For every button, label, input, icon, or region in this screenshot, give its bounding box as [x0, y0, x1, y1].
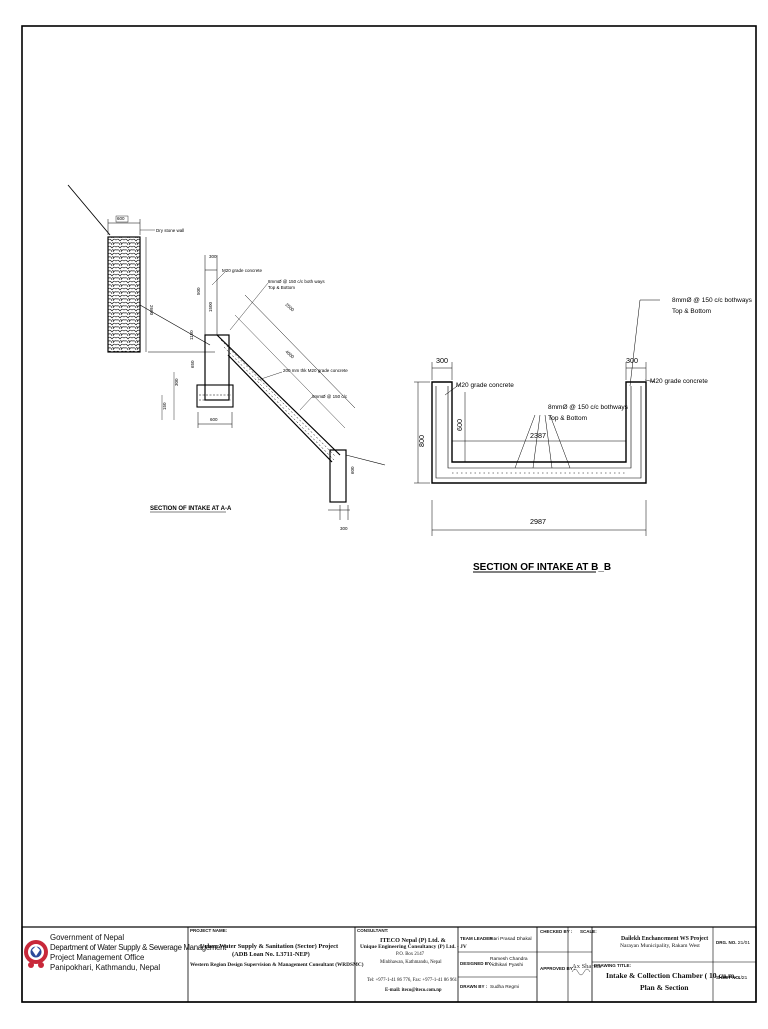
- ground-line-left: [67, 184, 111, 236]
- consultant-line1: ITECO Nepal (P) Ltd. &: [380, 937, 446, 944]
- dim-wall-height: 2600: [149, 305, 154, 316]
- intake-wall: [204, 334, 230, 401]
- section-aa: [67, 184, 386, 520]
- consultant-line5: Tel: +977-1-41 86 776, Fax: +977-1-41 86…: [367, 978, 458, 983]
- dim-h1150: 1150: [189, 330, 194, 340]
- dim-height-800: 800: [417, 435, 426, 447]
- team-leader-label: TEAM LEADER :: [460, 936, 496, 941]
- dim-h500: 500: [196, 287, 201, 295]
- dim-wall-width: 600: [117, 216, 125, 221]
- note-rebar-top-right-b: Top & Bottom: [672, 308, 711, 315]
- owner-line1: Government of Nepal: [50, 933, 125, 942]
- dwg-no-label: DRG. NO. :: [716, 940, 740, 945]
- approved-signature: [571, 968, 591, 976]
- drawn-name: Sudha Regmi: [490, 985, 520, 990]
- consultant-line3: P.O. Box 2147: [396, 952, 424, 957]
- designed-label: DESIGNED BY :: [460, 961, 494, 966]
- project-name1: Urban Water Supply & Sanitation (Sector)…: [200, 943, 339, 950]
- note-rebar-1b: Top & Bottom: [268, 285, 295, 290]
- dwg-no: 21/01: [738, 941, 751, 946]
- dim-end-300: 300: [340, 526, 348, 531]
- dim-inner-600: 600: [455, 419, 464, 431]
- end-wall: [329, 449, 347, 503]
- sheet-no-label: SHEET NO. :: [716, 975, 744, 980]
- rebar-outer: [435, 386, 642, 479]
- note-rebar-1: 8mmØ @ 150 c/c both ways: [268, 279, 325, 284]
- section-bb-title: SECTION OF INTAKE AT B_B: [473, 562, 611, 573]
- dim-h300: 300: [174, 378, 179, 386]
- note-m20-right: M20 grade concrete: [650, 378, 708, 385]
- dry-stone-wall: [107, 236, 141, 353]
- approved-label: APPROVED BY :: [540, 966, 576, 971]
- slab-bottom: [227, 354, 333, 463]
- dim-base-600: 600: [210, 417, 218, 422]
- dim-left-300: 300: [436, 356, 448, 365]
- dim-end-600: 600: [350, 466, 355, 474]
- owner-line4: Panipokhari, Kathmandu, Nepal: [50, 963, 161, 972]
- note-rebar-mid: 8mmØ @ 150 c/c bothways: [548, 404, 629, 411]
- slab-top: [216, 334, 341, 456]
- project-name3: Western Region Design Supervision & Mana…: [190, 962, 364, 968]
- project-label: PROJECT NAME:: [190, 928, 228, 933]
- drawn-label: DRAWN BY :: [460, 984, 488, 989]
- dim-overall-2987: 2987: [530, 517, 546, 526]
- sheet-no: 1/21: [738, 976, 748, 981]
- approved-sign: Ax Sharma: [572, 963, 602, 970]
- dim-h1500: 1500: [208, 301, 213, 312]
- designed-name2: Adhikari Pyashi: [490, 963, 524, 968]
- dim-right-300: 300: [626, 356, 638, 365]
- scale-label: SCALE:: [580, 929, 597, 934]
- section-aa-labels: 600 Dry stone wall 2600 300 M20 grade co…: [117, 216, 355, 531]
- dim-slope-2500: 2500: [284, 302, 295, 313]
- note-rebar-mid-b: Top & Bottom: [548, 415, 587, 422]
- consultant-line6: E-mail: iteco@iteco.com.np: [385, 988, 442, 993]
- section-bb: [414, 299, 660, 536]
- drawing-title2: Plan & Section: [640, 983, 689, 992]
- dim-slope-4000: 4000: [284, 349, 295, 360]
- note-rebar-top-right: 8mmØ @ 150 c/c bothways: [672, 297, 753, 304]
- dim-inner-2387: 2387: [530, 431, 546, 440]
- intake-base: [196, 384, 234, 408]
- note-rebar-2: 8mmØ @ 150 c/c: [312, 394, 348, 399]
- note-dry-stone: Dry stone wall: [156, 228, 184, 233]
- project-name2: (ADB Loan No. L3711-NEP): [232, 951, 310, 958]
- dim-top-width: 300: [209, 254, 217, 259]
- team-leader-name: Hari Prasad Dhakal: [490, 937, 532, 942]
- dim-h650: 650: [190, 360, 195, 368]
- project-title: Dailekh Enchancement WS Project: [621, 936, 709, 942]
- nepal-emblem-icon: [24, 940, 48, 968]
- note-m20-top: M20 grade concrete: [222, 268, 263, 273]
- consultant-line2: Unique Engineering Consultancy (P) Ltd. …: [360, 944, 467, 950]
- note-thk-200: 200 mm thk M20 grade concrete: [283, 368, 348, 373]
- channel-outline: [431, 381, 647, 484]
- dim-h150: 150: [162, 402, 167, 410]
- owner-line3: Project Management Office: [50, 953, 145, 962]
- checked-label: CHECKED BY :: [540, 929, 573, 934]
- section-aa-title: SECTION OF INTAKE AT A-A: [150, 506, 232, 512]
- drawing-title1: Intake & Collection Chamber ( 10 cu.m.: [606, 971, 737, 980]
- consultant-label: CONSULTANT:: [357, 928, 389, 933]
- drawing-title-label: DRAWING TITLE:: [594, 963, 631, 968]
- consultant-line4: Minbhawan, Kathmandu, Nepal: [380, 960, 442, 965]
- designed-name1: Ramesh Chandra: [490, 957, 528, 962]
- ground-slope: [139, 304, 211, 346]
- rebar-inner: [447, 386, 632, 469]
- owner-line2: Department of Water Supply & Sewerage Ma…: [50, 943, 226, 952]
- note-m20-left: M20 grade concrete: [456, 382, 514, 389]
- project-location: Narayan Municipality, Rakam West: [620, 943, 700, 949]
- section-bb-labels: 300 300 800 600 2387 2987 M20 grade conc…: [417, 297, 753, 526]
- title-block-grid: [21, 926, 757, 1003]
